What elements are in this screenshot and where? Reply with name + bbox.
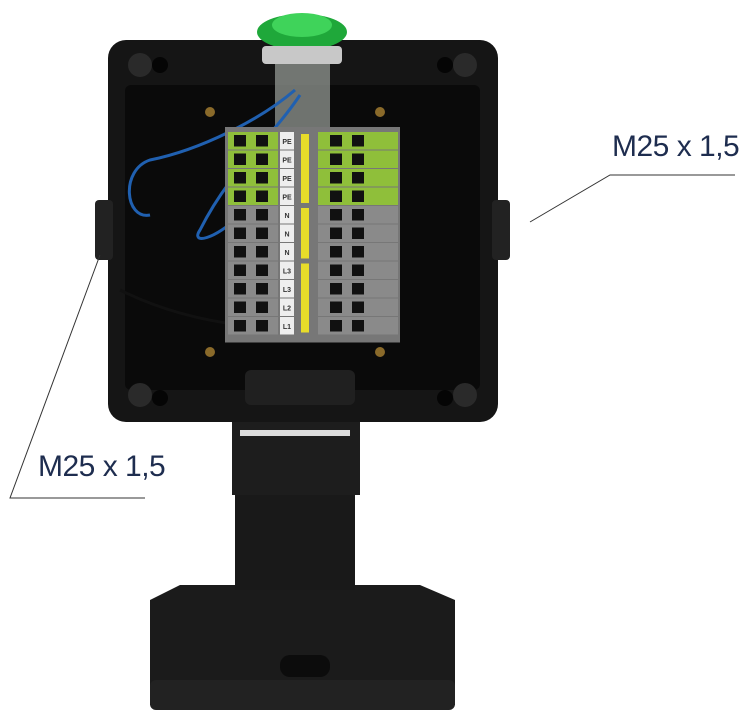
terminal-marker xyxy=(280,132,294,150)
terminal-slot xyxy=(256,283,268,295)
terminal-marker xyxy=(280,280,294,298)
terminal-slot xyxy=(352,135,364,147)
terminal-slot xyxy=(234,153,246,165)
terminal-label: N xyxy=(284,232,289,239)
terminal-slot xyxy=(330,246,342,258)
terminal-slot xyxy=(330,264,342,276)
terminal-label: PE xyxy=(282,139,292,146)
terminal-slot xyxy=(352,246,364,258)
callout-line-right xyxy=(529,174,735,223)
terminal-marker xyxy=(280,261,294,279)
terminal-slot xyxy=(234,190,246,202)
terminal-label: PE xyxy=(282,158,292,165)
terminal-slot xyxy=(234,301,246,313)
terminal-slot xyxy=(330,190,342,202)
terminal-slot xyxy=(256,209,268,221)
stem xyxy=(232,420,360,590)
terminal-slot xyxy=(352,283,364,295)
terminal-slot xyxy=(256,320,268,332)
terminal-slot xyxy=(234,135,246,147)
terminal-slot xyxy=(256,301,268,313)
terminal-slot xyxy=(330,227,342,239)
terminal-label: L3 xyxy=(283,287,291,294)
terminal-label: PE xyxy=(282,195,292,202)
terminal-slot xyxy=(256,190,268,202)
callout-left-label: M25 x 1,5 xyxy=(38,450,166,483)
terminal-marker xyxy=(280,169,294,187)
terminal-marker xyxy=(280,150,294,168)
indicator-lamp xyxy=(257,13,347,130)
terminal-marker xyxy=(280,224,294,242)
terminal-slot xyxy=(330,283,342,295)
mounting-base xyxy=(150,585,455,710)
terminal-label: L3 xyxy=(283,269,291,276)
jumper-bridge xyxy=(301,263,309,333)
terminal-slot xyxy=(330,301,342,313)
terminal-slot xyxy=(234,172,246,184)
terminal-slot xyxy=(256,135,268,147)
callout-line-left xyxy=(9,254,145,499)
terminal-slot xyxy=(352,172,364,184)
terminal-label: PE xyxy=(282,176,292,183)
terminal-slot xyxy=(234,227,246,239)
terminal-marker xyxy=(280,298,294,316)
terminal-marker xyxy=(280,317,294,335)
terminal-slot xyxy=(256,264,268,276)
jumper-bridge xyxy=(301,208,309,259)
terminal-slot xyxy=(352,320,364,332)
terminal-slot xyxy=(330,320,342,332)
terminal-label: L2 xyxy=(283,306,291,313)
terminal-marker xyxy=(280,187,294,205)
callout-right-label: M25 x 1,5 xyxy=(612,130,740,163)
terminal-label: N xyxy=(284,213,289,220)
terminal-slot xyxy=(256,153,268,165)
terminal-slot xyxy=(234,283,246,295)
terminal-slot xyxy=(352,209,364,221)
terminal-label: L1 xyxy=(283,324,291,331)
terminal-slot xyxy=(234,320,246,332)
terminal-slot xyxy=(330,209,342,221)
terminal-slot xyxy=(330,135,342,147)
terminal-marker xyxy=(280,206,294,224)
terminal-slot xyxy=(234,264,246,276)
jumper-bridge xyxy=(301,134,309,203)
terminal-slot xyxy=(234,246,246,258)
terminal-slot xyxy=(256,172,268,184)
terminal-label: N xyxy=(284,250,289,257)
terminal-slot xyxy=(234,209,246,221)
terminal-slot xyxy=(352,190,364,202)
terminal-slot xyxy=(352,153,364,165)
terminal-slot xyxy=(330,172,342,184)
terminal-slot xyxy=(330,153,342,165)
terminal-slot xyxy=(352,227,364,239)
terminal-slot xyxy=(352,301,364,313)
terminal-slot xyxy=(256,227,268,239)
terminal-marker xyxy=(280,243,294,261)
terminal-slot xyxy=(352,264,364,276)
terminal-slot xyxy=(256,246,268,258)
